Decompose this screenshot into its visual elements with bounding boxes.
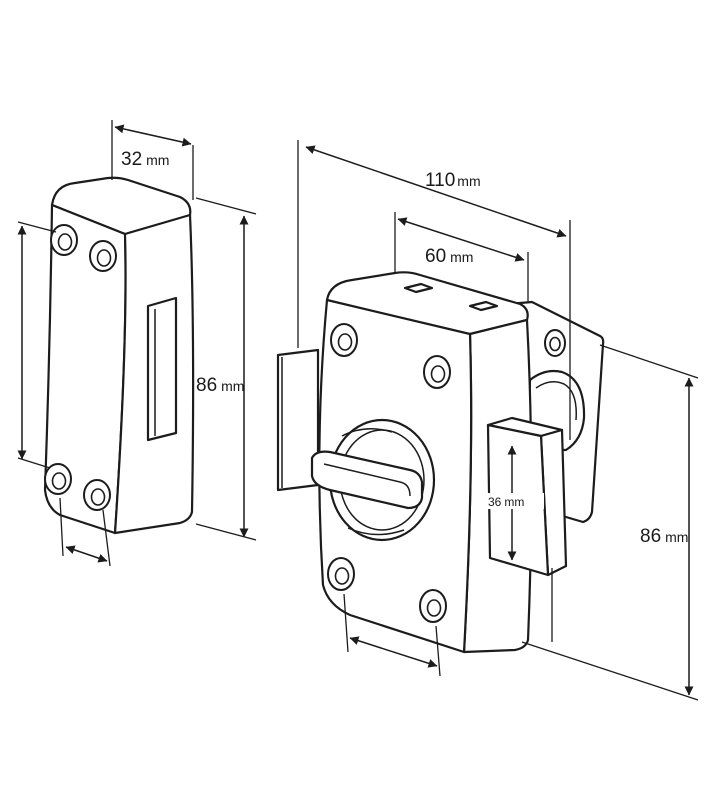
body-depth-value: 60 (425, 246, 446, 267)
keep-height-value: 86 (196, 375, 217, 396)
screw-hole-icon (50, 224, 78, 256)
keep-width-unit: mm (146, 152, 169, 168)
dimension-body-hole-horizontal (343, 593, 441, 677)
keep-height-unit: mm (221, 378, 244, 394)
screw-hole-icon (330, 323, 358, 357)
screw-hole-icon (89, 240, 117, 272)
screw-hole-icon (423, 355, 451, 389)
strike-plate (43, 176, 195, 535)
body-depth-unit: mm (450, 249, 473, 265)
screw-hole-icon (544, 329, 566, 357)
body-width-unit: mm (457, 173, 480, 189)
bolt-height-unit: mm (504, 495, 524, 509)
thumb-turn-knob (310, 418, 436, 542)
bolt-height-value: 36 (488, 495, 502, 509)
dimension-keep-hole-horizontal (59, 497, 111, 567)
screw-hole-icon (44, 463, 72, 495)
screw-hole-icon (83, 479, 111, 511)
body-height-unit: mm (665, 529, 688, 545)
strike-slot (146, 296, 178, 442)
dimension-keep-hole-vertical (17, 221, 57, 469)
screw-hole-icon (327, 557, 355, 591)
keep-width-value: 32 (121, 149, 142, 170)
body-width-value: 110 (425, 170, 455, 191)
body-height-value: 86 (640, 526, 661, 547)
lock-body (276, 271, 605, 654)
screw-hole-icon (419, 589, 447, 623)
